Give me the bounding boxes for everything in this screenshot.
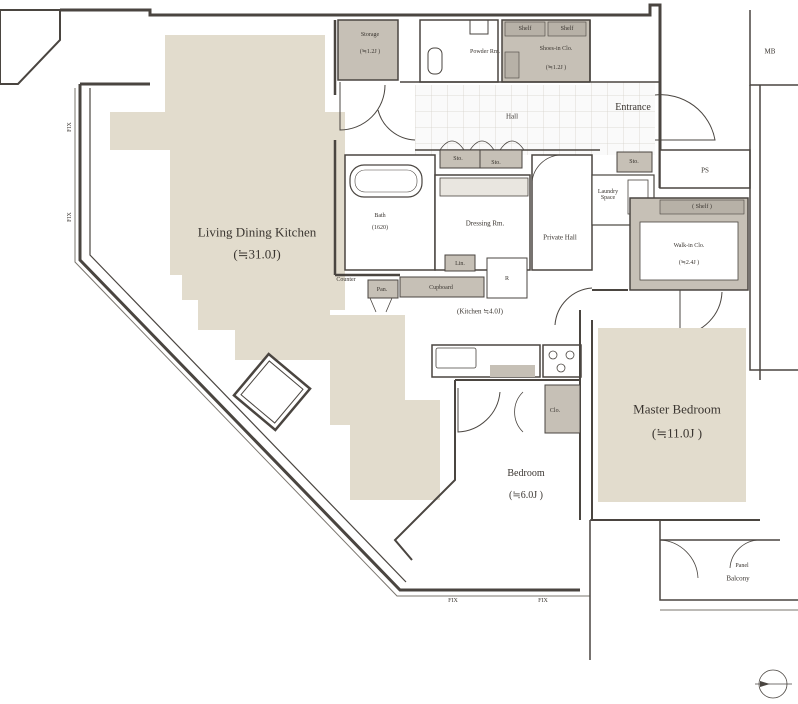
entrance-label: Entrance [615, 102, 651, 113]
shoes-label: Shoes-in Clo. [539, 46, 573, 52]
column-square [232, 352, 312, 432]
bath-size: (1620) [372, 225, 388, 231]
cupboard [399, 276, 485, 298]
right-facade [749, 85, 798, 380]
balcony-label: Balcony [726, 574, 750, 583]
clo-label: Clo. [549, 408, 561, 414]
balcony-door[interactable] [659, 539, 761, 579]
cupboard-label: Cupboard [429, 285, 453, 291]
shelf-label-1: Shelf [518, 26, 532, 32]
master-door[interactable] [554, 287, 593, 326]
storage-door[interactable] [339, 82, 386, 131]
fridge-label: R [504, 276, 510, 282]
sto-label-3: Sto. [629, 159, 639, 165]
dressing-label: Dressing Rm. [465, 219, 505, 228]
exterior-wall-main [78, 82, 580, 592]
entrance-floor [590, 82, 655, 152]
sto-small-entrance [616, 151, 653, 173]
private-hall-label: Private Hall [543, 233, 577, 242]
bathtub-icon [349, 164, 423, 198]
walkin-area: (≒2.4J ) [678, 260, 700, 266]
shelf-label-2: Shelf [560, 26, 574, 32]
ldk-area: (≒31.0J) [233, 246, 281, 262]
exterior-wall-main-inner [89, 88, 407, 583]
laundry-label: Laundry Space [597, 189, 619, 201]
bath-label: Bath [374, 213, 386, 219]
bath-room [344, 154, 436, 271]
linen-label: Lin. [455, 261, 465, 267]
walkin-shelf-label: ( Shelf ) [692, 204, 712, 210]
ps-label: PS [701, 166, 709, 175]
pan-label: Pan. [376, 287, 388, 293]
exterior-wall-top [60, 3, 662, 188]
entrance-door[interactable] [654, 94, 716, 141]
ldk-wall-right [333, 20, 400, 277]
private-hall-door[interactable] [531, 154, 561, 183]
kitchen-label: (Kitchen ≒4.0J) [457, 307, 503, 316]
master-bedroom-label: Master Bedroom [633, 401, 721, 417]
sto-label-2: Sto. [491, 160, 501, 166]
toilet-icon [427, 47, 443, 75]
exterior-wall-topleft [0, 9, 61, 85]
north-arrow-icon [755, 669, 792, 699]
bedroom-door[interactable] [457, 388, 501, 433]
vanity-counter [439, 177, 529, 197]
bedroom-label: Bedroom [507, 468, 545, 479]
bedroom-area: (≒6.0J ) [509, 490, 543, 501]
sink-icon [469, 19, 489, 35]
cooktop [542, 344, 582, 378]
linen-closet [444, 254, 476, 272]
fix-label-2: FIX [67, 212, 73, 222]
powder-label: Powder Rm. [470, 49, 500, 55]
shoes-area: (≒1.2J ) [545, 65, 567, 71]
powder-room [419, 19, 499, 83]
storage-area: (≒1.2J ) [359, 49, 381, 55]
private-hall [531, 154, 593, 271]
master-bedroom-fill [598, 328, 746, 502]
counter-label: Counter [336, 277, 356, 283]
storage-label: Storage [360, 32, 380, 38]
walkin-label: Walk-in Clo. [673, 243, 705, 249]
bedroom-closet-door[interactable] [514, 391, 524, 433]
master-bedroom-area: (≒11.0J ) [651, 425, 703, 441]
mb-label: MB [764, 47, 776, 56]
pan-closet [367, 279, 399, 299]
fridge-space [486, 257, 528, 299]
balcony-rail-diagonal [74, 88, 590, 597]
hall-label: Hall [505, 112, 519, 121]
bedroom-walls [393, 310, 581, 561]
fix-label-1: FIX [67, 122, 73, 132]
balcony-outline [589, 519, 798, 660]
sto-shelf-2 [479, 149, 523, 169]
sto-label-1: Sto. [453, 156, 463, 162]
ldk-label: Living Dining Kitchen [197, 224, 317, 240]
panel-label: Panel [735, 563, 749, 569]
ldk-door[interactable] [377, 109, 416, 141]
kitchen-floor-fill [330, 315, 440, 500]
bedroom-closet [544, 384, 581, 434]
fix-label-4: FIX [538, 598, 548, 604]
ldk-floor-fill [110, 35, 345, 360]
fix-label-3: FIX [448, 598, 458, 604]
ps-shaft [659, 149, 751, 189]
storage-closet [337, 19, 399, 81]
